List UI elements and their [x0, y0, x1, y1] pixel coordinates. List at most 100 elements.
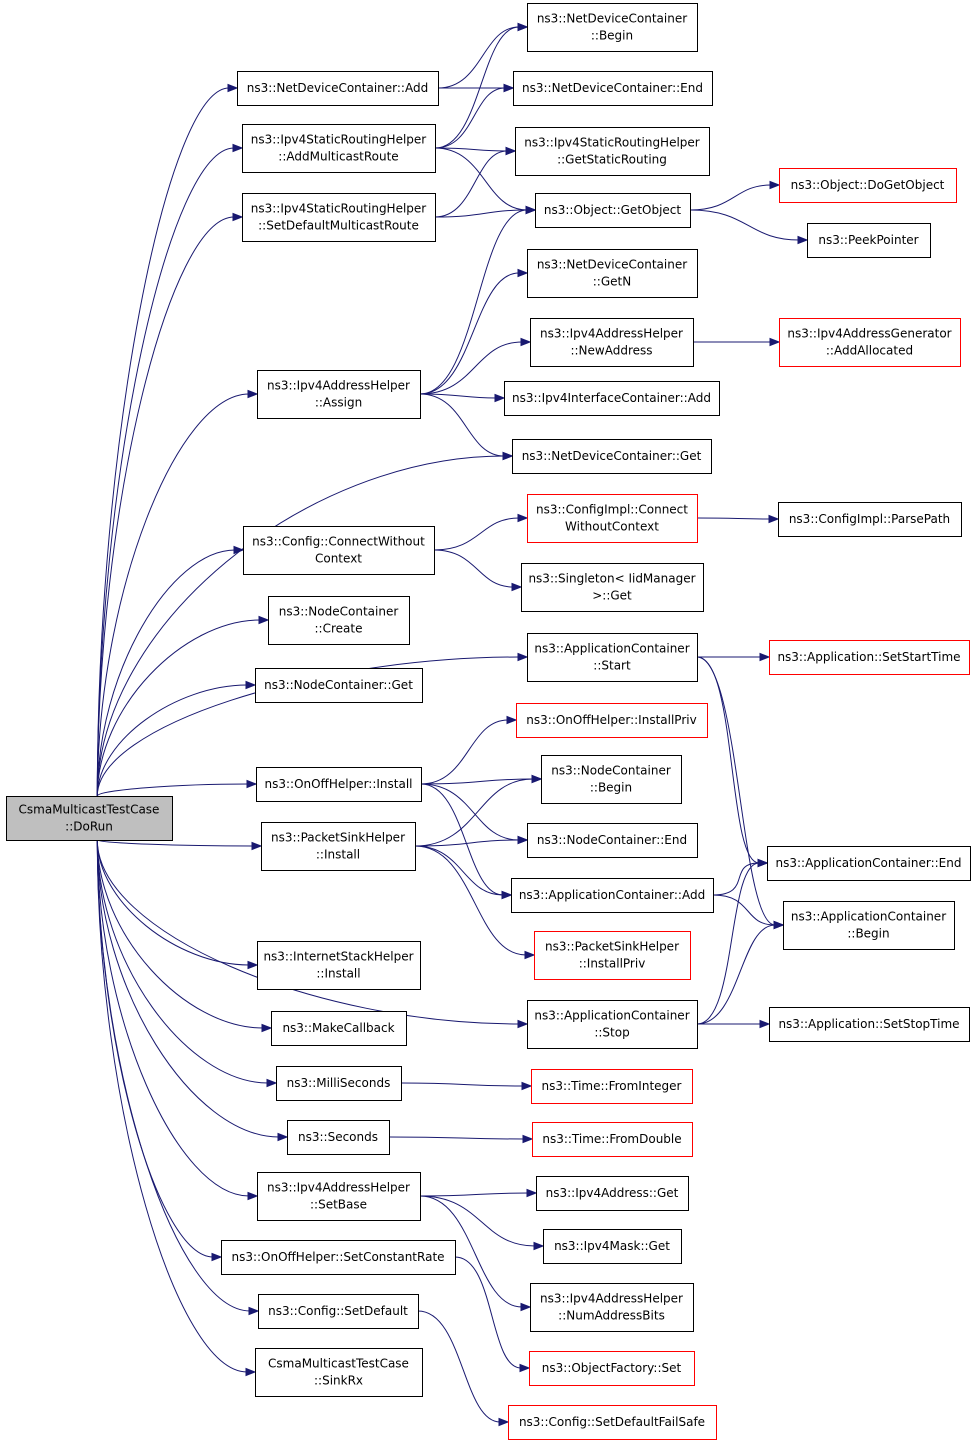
node-nc-begin[interactable]: ns3::NodeContainer::Begin — [541, 755, 682, 804]
node-time-fd[interactable]: ns3::Time::FromDouble — [532, 1122, 693, 1157]
node-box — [255, 1348, 423, 1397]
node-obj-getobj[interactable]: ns3::Object::GetObject — [535, 193, 691, 228]
arrowhead — [517, 835, 529, 845]
node-iah-newaddr[interactable]: ns3::Ipv4AddressHelper::NewAddress — [530, 318, 694, 367]
node-app-sstop[interactable]: ns3::Application::SetStopTime — [769, 1007, 970, 1042]
node-nc-end[interactable]: ns3::NodeContainer::End — [527, 823, 698, 858]
node-iah-nab[interactable]: ns3::Ipv4AddressHelper::NumAddressBits — [530, 1283, 694, 1332]
node-isr-gsr[interactable]: ns3::Ipv4StaticRoutingHelper::GetStaticR… — [515, 127, 710, 176]
node-isr-sdmr[interactable]: ns3::Ipv4StaticRoutingHelper::SetDefault… — [242, 193, 436, 242]
edge-ooh-install-to-nc-end — [420, 783, 520, 841]
node-peekptr[interactable]: ns3::PeekPointer — [807, 223, 931, 258]
node-box — [257, 1172, 421, 1221]
node-ndc-begin[interactable]: ns3::NetDeviceContainer::Begin — [527, 3, 698, 52]
node-box — [530, 318, 694, 367]
node-label: ::Start — [593, 659, 631, 673]
node-ipv4mask-get[interactable]: ns3::Ipv4Mask::Get — [543, 1229, 682, 1264]
edge-isr-amr-to-isr-gsr — [434, 147, 508, 152]
node-millis[interactable]: ns3::MilliSeconds — [276, 1066, 402, 1101]
edge-root-to-ac-start — [96, 656, 520, 797]
arrowhead — [759, 1019, 771, 1029]
node-nc-create[interactable]: ns3::NodeContainer::Create — [268, 596, 410, 645]
node-label: ns3::Object::GetObject — [544, 203, 682, 217]
node-cfgi-pp[interactable]: ns3::ConfigImpl::ParsePath — [778, 502, 962, 537]
node-label: ns3::Ipv4AddressHelper — [267, 379, 410, 393]
arrowhead — [245, 680, 257, 690]
node-app-sst[interactable]: ns3::Application::SetStartTime — [769, 640, 970, 675]
node-psh-install[interactable]: ns3::PacketSinkHelper::Install — [261, 822, 416, 871]
node-iic-add[interactable]: ns3::Ipv4InterfaceContainer::Add — [504, 381, 720, 416]
node-ish-install[interactable]: ns3::InternetStackHelper::Install — [257, 941, 421, 990]
node-label: ns3::NodeContainer::End — [537, 833, 687, 847]
node-label: ns3::OnOffHelper::Install — [264, 777, 412, 791]
node-cfg-sdfs[interactable]: ns3::Config::SetDefaultFailSafe — [508, 1405, 717, 1440]
arrowhead — [759, 652, 771, 662]
node-of-set[interactable]: ns3::ObjectFactory::Set — [529, 1351, 695, 1386]
node-ooh-ip[interactable]: ns3::OnOffHelper::InstallPriv — [516, 703, 708, 738]
edge-psh-install-to-nc-begin — [414, 778, 534, 847]
node-label: ::InstallPriv — [579, 957, 646, 971]
node-label: ns3::OnOffHelper::SetConstantRate — [231, 1250, 444, 1264]
arrowhead — [531, 774, 543, 784]
node-ac-begin[interactable]: ns3::ApplicationContainer::Begin — [783, 901, 955, 950]
node-label: ns3::ApplicationContainer::End — [776, 856, 962, 870]
node-ac-start[interactable]: ns3::ApplicationContainer::Start — [527, 633, 698, 682]
node-ndc-getn[interactable]: ns3::NetDeviceContainer::GetN — [527, 249, 698, 298]
arrowhead — [501, 890, 513, 900]
arrowhead — [520, 1302, 532, 1312]
node-box — [242, 193, 436, 242]
node-label: ns3::Seconds — [298, 1130, 378, 1144]
node-label: ns3::NetDeviceContainer — [537, 12, 687, 26]
node-ndc-get[interactable]: ns3::NetDeviceContainer::Get — [512, 439, 712, 474]
edge-root-to-isr-amr — [96, 147, 235, 797]
node-cfg-setdef[interactable]: ns3::Config::SetDefault — [258, 1294, 419, 1329]
edge-ac-start-to-ac-begin — [696, 656, 776, 926]
node-ooh-install[interactable]: ns3::OnOffHelper::Install — [256, 767, 422, 802]
edge-root-to-makecb — [96, 839, 264, 1029]
node-box — [527, 249, 698, 298]
arrowhead — [773, 920, 785, 930]
node-root[interactable]: CsmaMulticastTestCase::DoRun — [6, 796, 173, 841]
arrowhead — [757, 858, 769, 868]
node-box — [268, 596, 410, 645]
node-nc-get[interactable]: ns3::NodeContainer::Get — [255, 668, 423, 703]
edge-iah-assign-to-ndc-getn — [419, 272, 520, 395]
node-ndc-add[interactable]: ns3::NetDeviceContainer::Add — [237, 71, 439, 106]
node-iag-aa[interactable]: ns3::Ipv4AddressGenerator::AddAllocated — [779, 318, 961, 367]
arrowhead — [769, 180, 781, 190]
node-singleton-get[interactable]: ns3::Singleton< IidManager>::Get — [521, 563, 704, 612]
node-ac-stop[interactable]: ns3::ApplicationContainer::Stop — [527, 1000, 698, 1049]
node-ipv4addr-get[interactable]: ns3::Ipv4Address::Get — [536, 1176, 689, 1211]
node-ooh-scr[interactable]: ns3::OnOffHelper::SetConstantRate — [221, 1240, 456, 1275]
node-obj-dgo[interactable]: ns3::Object::DoGetObject — [779, 168, 957, 203]
node-ndc-end[interactable]: ns3::NetDeviceContainer::End — [513, 71, 713, 106]
node-iah-assign[interactable]: ns3::Ipv4AddressHelper::Assign — [257, 370, 421, 419]
node-makecb[interactable]: ns3::MakeCallback — [271, 1011, 407, 1046]
node-iah-setbase[interactable]: ns3::Ipv4AddressHelper::SetBase — [257, 1172, 421, 1221]
node-time-fi[interactable]: ns3::Time::FromInteger — [531, 1069, 693, 1104]
node-seconds[interactable]: ns3::Seconds — [287, 1120, 390, 1155]
arrowhead — [277, 1132, 289, 1142]
edge-ooh-scr-to-of-set — [454, 1256, 522, 1369]
arrowhead — [526, 1188, 538, 1198]
node-label: ns3::OnOffHelper::InstallPriv — [526, 713, 696, 727]
node-ac-end[interactable]: ns3::ApplicationContainer::End — [767, 846, 971, 881]
node-psh-ip[interactable]: ns3::PacketSinkHelper::InstallPriv — [534, 931, 691, 980]
edge-iah-setbase-to-ipv4mask-get — [419, 1195, 536, 1247]
node-sinkrx[interactable]: CsmaMulticastTestCase::SinkRx — [255, 1348, 423, 1397]
node-box — [778, 502, 962, 537]
edge-iah-setbase-to-ipv4addr-get — [419, 1192, 529, 1197]
node-label: ::Begin — [847, 927, 889, 941]
node-label: ns3::ApplicationContainer — [791, 910, 946, 924]
edge-isr-amr-to-ndc-begin — [434, 26, 520, 149]
node-label: ns3::PacketSinkHelper — [271, 831, 405, 845]
node-label: ns3::Application::SetStartTime — [777, 650, 960, 664]
node-label: ns3::NetDeviceContainer::Add — [247, 81, 428, 95]
node-isr-amr[interactable]: ns3::Ipv4StaticRoutingHelper::AddMultica… — [242, 124, 436, 173]
node-ac-add[interactable]: ns3::ApplicationContainer::Add — [511, 878, 714, 913]
node-box — [531, 1069, 693, 1104]
edge-ac-stop-to-ac-end — [696, 862, 760, 1025]
